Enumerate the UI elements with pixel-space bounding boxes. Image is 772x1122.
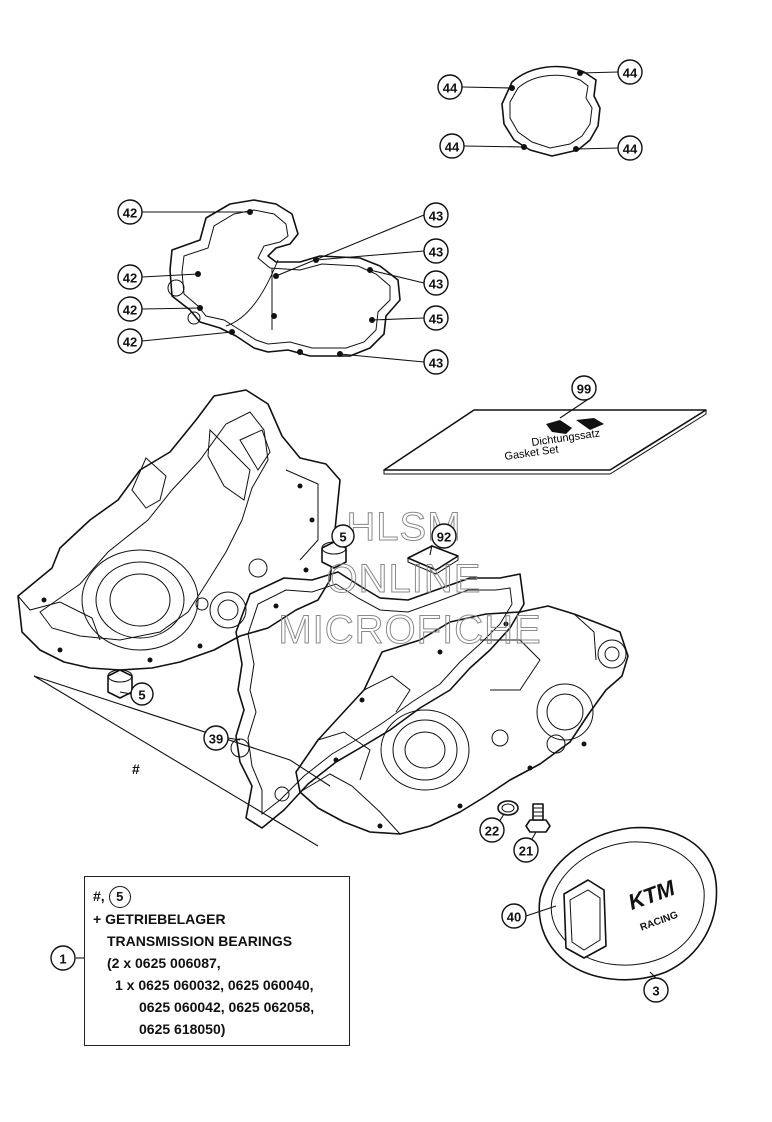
svg-text:44: 44 — [445, 140, 460, 155]
svg-text:42: 42 — [123, 303, 137, 318]
ignition-cover-gasket — [501, 65, 601, 157]
svg-text:22: 22 — [485, 824, 499, 839]
watermark-line2: ONLINE — [327, 557, 482, 601]
leaders-42-43-45 — [141, 211, 425, 363]
watermark-line3: MICROFICHE — [278, 608, 541, 652]
svg-text:92: 92 — [437, 530, 451, 545]
svg-text:43: 43 — [429, 209, 443, 224]
callout-42-b[interactable]: 42 — [117, 264, 143, 290]
svg-text:21: 21 — [519, 844, 533, 859]
callout-92[interactable]: 92 — [431, 523, 457, 549]
note-line3: (2 x 0625 006087, — [107, 955, 221, 971]
svg-text:44: 44 — [623, 142, 638, 157]
svg-text:99: 99 — [577, 382, 591, 397]
callout-99[interactable]: 99 — [571, 375, 597, 401]
crankcase-gasket — [167, 199, 401, 357]
callout-44-b[interactable]: 44 — [617, 59, 643, 85]
svg-text:5: 5 — [138, 688, 145, 703]
hash-marker: # — [132, 761, 140, 777]
callout-43-d[interactable]: 43 — [423, 349, 449, 375]
svg-text:5: 5 — [339, 530, 346, 545]
svg-text:43: 43 — [429, 277, 443, 292]
parts-note-box: #,5 + GETRIEBELAGER TRANSMISSION BEARING… — [84, 876, 350, 1046]
screw-plug — [525, 803, 551, 833]
plate-92 — [407, 545, 459, 575]
svg-text:39: 39 — [209, 732, 223, 747]
callout-42-d[interactable]: 42 — [117, 328, 143, 354]
leaders-44 — [461, 71, 619, 150]
left-crankcase-half — [17, 389, 341, 671]
callout-43-c[interactable]: 43 — [423, 270, 449, 296]
note-header-ref[interactable]: 5 — [108, 886, 131, 908]
svg-text:45: 45 — [429, 312, 443, 327]
note-header-prefix: #, — [93, 888, 105, 904]
note-line6: 0625 618050) — [139, 1021, 226, 1037]
gasket-set-package: Dichtungssatz Gasket Set — [383, 409, 707, 475]
svg-text:44: 44 — [623, 66, 638, 81]
svg-text:43: 43 — [429, 356, 443, 371]
svg-text:40: 40 — [507, 910, 521, 925]
callout-3[interactable]: 3 — [643, 977, 669, 1003]
callout-21[interactable]: 21 — [513, 837, 539, 863]
svg-text:3: 3 — [652, 984, 659, 999]
callout-39[interactable]: 39 — [203, 725, 229, 751]
ignition-cover: KTM RACING — [538, 826, 718, 981]
callout-42-c[interactable]: 42 — [117, 296, 143, 322]
seal-ring — [497, 800, 519, 816]
callout-43-a[interactable]: 43 — [423, 202, 449, 228]
svg-text:42: 42 — [123, 206, 137, 221]
note-line1: + GETRIEBELAGER — [93, 911, 226, 927]
note-line2: TRANSMISSION BEARINGS — [107, 933, 293, 949]
svg-text:43: 43 — [429, 245, 443, 260]
center-gasket — [230, 571, 525, 829]
note-header: #,5 — [93, 885, 341, 908]
callout-1[interactable]: 1 — [50, 945, 76, 971]
note-line4: 1 x 0625 060032, 0625 060040, — [115, 977, 314, 993]
svg-text:44: 44 — [443, 81, 458, 96]
note-line5: 0625 060042, 0625 062058, — [139, 999, 315, 1015]
callout-44-a[interactable]: 44 — [437, 74, 463, 100]
right-crankcase-half — [295, 605, 629, 835]
callout-22[interactable]: 22 — [479, 817, 505, 843]
callout-40[interactable]: 40 — [501, 903, 527, 929]
callout-45[interactable]: 45 — [423, 305, 449, 331]
svg-text:42: 42 — [123, 335, 137, 350]
callout-5-upper[interactable]: 5 — [331, 524, 355, 548]
callout-44-d[interactable]: 44 — [617, 135, 643, 161]
callout-5-lower[interactable]: 5 — [130, 682, 154, 706]
callout-42-a[interactable]: 42 — [117, 199, 143, 225]
svg-text:42: 42 — [123, 271, 137, 286]
callout-44-c[interactable]: 44 — [439, 133, 465, 159]
svg-text:1: 1 — [59, 952, 66, 967]
callout-43-b[interactable]: 43 — [423, 238, 449, 264]
